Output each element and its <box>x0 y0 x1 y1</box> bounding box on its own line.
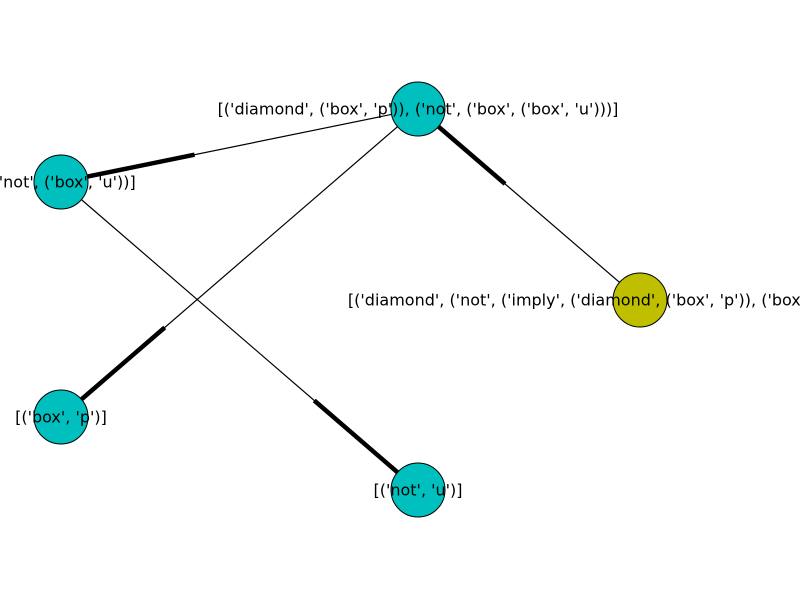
edge-arrowhead <box>87 152 196 179</box>
node-label-n1: [('diamond', ('box', 'p')), ('not', ('bo… <box>218 100 619 119</box>
node-label-n5: [('not', 'u')] <box>373 481 462 500</box>
node-label-n3: [('diamond', ('not', ('imply', ('diamond… <box>348 291 800 310</box>
edge-n1-n4 <box>60 108 419 418</box>
node-n1[interactable] <box>390 81 446 137</box>
edge-n3-n1 <box>417 108 641 301</box>
edges-layer <box>60 108 641 491</box>
edge-arrowhead <box>436 124 507 186</box>
node-n2[interactable] <box>33 154 89 210</box>
node-n5[interactable] <box>390 462 446 518</box>
edge-arrowhead <box>79 325 167 402</box>
node-n4[interactable] <box>33 389 89 445</box>
node-label-n2: [('not', ('box', 'u'))] <box>0 173 136 192</box>
node-n3[interactable] <box>612 272 668 328</box>
labels-layer: [('diamond', ('box', 'p')), ('not', ('bo… <box>0 100 800 500</box>
node-label-n4: [('box', 'p')] <box>15 408 107 427</box>
edge-arrowhead <box>312 398 400 475</box>
edge-n1-n2 <box>60 108 419 183</box>
edge-n2-n5 <box>60 181 419 491</box>
nodes-layer <box>33 81 668 518</box>
